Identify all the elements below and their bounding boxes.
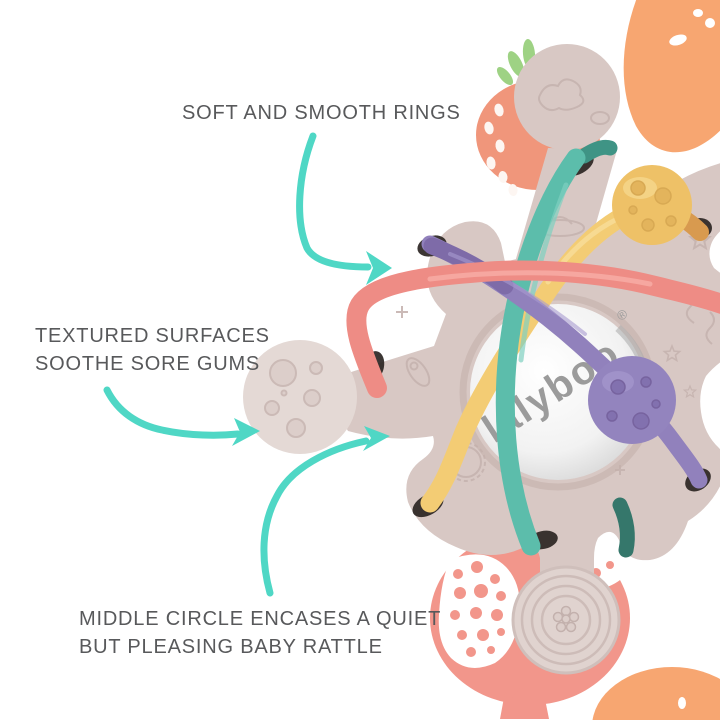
callout-rattle-label: MIDDLE CIRCLE ENCASES A QUIET BUT PLEASI… — [79, 605, 441, 661]
moon-craters — [264, 359, 323, 438]
callout-texture-line1: TEXTURED SURFACES — [35, 325, 270, 347]
callout-texture-label: TEXTURED SURFACES SOOTHE SORE GUMS — [35, 322, 270, 378]
ring-coral — [346, 260, 720, 398]
rattle-callout-arrow-icon — [260, 426, 390, 597]
top-knob — [514, 44, 620, 150]
ball-purple — [588, 356, 676, 444]
callout-rattle-line1: MIDDLE CIRCLE ENCASES A QUIET — [79, 608, 442, 630]
ball-yellow — [612, 165, 692, 245]
callout-texture-line2: SOOTHE SORE GUMS — [35, 353, 261, 375]
ring-teal-back-segment — [612, 497, 635, 558]
rattle-disc — [511, 565, 621, 675]
callout-arrows — [103, 132, 392, 597]
callout-rings-label: SOFT AND SMOOTH RINGS — [182, 102, 461, 124]
callout-rattle-line2: BUT PLEASING BABY RATTLE — [79, 636, 383, 658]
rings-callout-arrow-icon — [296, 132, 392, 285]
orange-blob-top-right — [623, 0, 720, 153]
texture-callout-arrow-icon — [103, 386, 260, 446]
orange-blob-bottom-right — [592, 667, 720, 720]
